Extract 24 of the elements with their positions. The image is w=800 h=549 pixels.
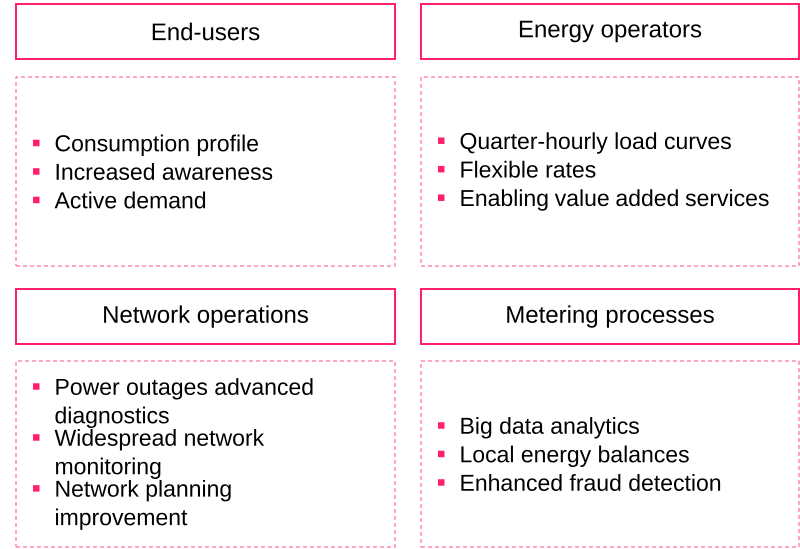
list-item: Local energy balances [461,446,689,467]
list-box [420,360,800,548]
list-box [420,76,800,266]
heading-text: Network operations [104,305,308,328]
heading-box [15,288,396,345]
list-item: Big data analytics [461,417,639,438]
list-item: Quarter-hourly load curves [460,132,731,154]
list-item: Network planning improvement [56,480,231,530]
heading-box [15,3,396,60]
list-item: Increased awareness [56,163,272,180]
list-item: Enhanced fraud detection [461,474,720,491]
heading-text: Metering processes [507,305,714,328]
list-box [16,76,396,266]
heading-box [420,3,800,60]
list-item: Active demand [54,192,206,208]
heading-box [420,288,800,345]
list-item: Flexible rates [461,160,596,178]
list-box [16,360,396,548]
list-item: Power outages advanced diagnostics [55,378,313,428]
list-item: Enabling value added services [461,189,769,211]
heading-text: Energy operators [520,20,702,42]
heading-text: End-users [152,22,260,40]
list-item: Consumption profile [56,134,258,156]
list-item: Widespread network monitoring [54,429,264,479]
